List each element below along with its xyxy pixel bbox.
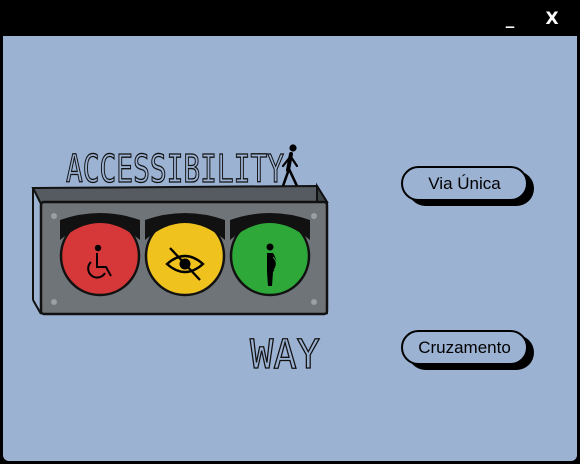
via-unica-label: Via Única	[401, 166, 528, 201]
cruzamento-button[interactable]: Cruzamento	[401, 330, 534, 370]
cruzamento-label: Cruzamento	[401, 330, 528, 365]
red-light	[59, 213, 141, 297]
yellow-light	[144, 213, 226, 297]
close-button[interactable]: X	[545, 9, 559, 29]
screw	[311, 213, 317, 219]
via-unica-button[interactable]: Via Única	[401, 166, 534, 206]
wheelchair-icon	[87, 244, 112, 279]
main-panel: ACCESSIBILITY	[3, 36, 577, 461]
walking-person-icon	[281, 144, 299, 188]
minimize-button[interactable]: _	[505, 9, 515, 29]
screw	[311, 299, 317, 305]
logo-subtitle-text: WAY	[250, 332, 320, 378]
logo-title-text: ACCESSIBILITY	[66, 147, 284, 191]
title-bar: _ X	[0, 0, 580, 36]
eye-slash-icon	[165, 247, 205, 281]
pregnant-person-icon	[266, 243, 277, 286]
accessibility-way-logo: ACCESSIBILITY	[31, 144, 329, 379]
screw	[51, 299, 57, 305]
screw	[51, 213, 57, 219]
